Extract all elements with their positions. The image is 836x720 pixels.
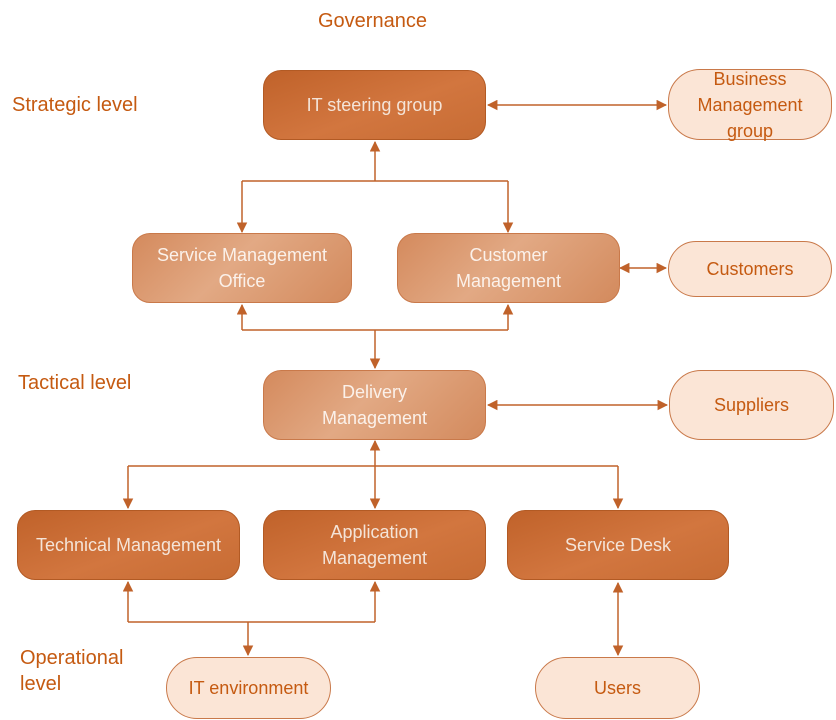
node-service-management-office: Service Management Office [132, 233, 352, 303]
level-label-strategic: Strategic level [12, 94, 138, 116]
node-technical-management: Technical Management [17, 510, 240, 580]
diagram-title: Governance [318, 10, 427, 32]
node-service-desk: Service Desk [507, 510, 729, 580]
level-label-operational: Operational level [20, 647, 124, 695]
node-customer-management: Customer Management [397, 233, 620, 303]
level-label-tactical: Tactical level [18, 372, 132, 394]
node-business-management-group: Business Management group [668, 69, 832, 141]
node-delivery-management: Delivery Management [263, 370, 486, 440]
node-users: Users [535, 657, 700, 719]
node-application-management: Application Management [263, 510, 486, 580]
node-it-environment: IT environment [166, 657, 331, 719]
node-it-steering-group: IT steering group [263, 70, 486, 140]
node-customers: Customers [668, 241, 832, 297]
node-suppliers: Suppliers [669, 370, 834, 440]
